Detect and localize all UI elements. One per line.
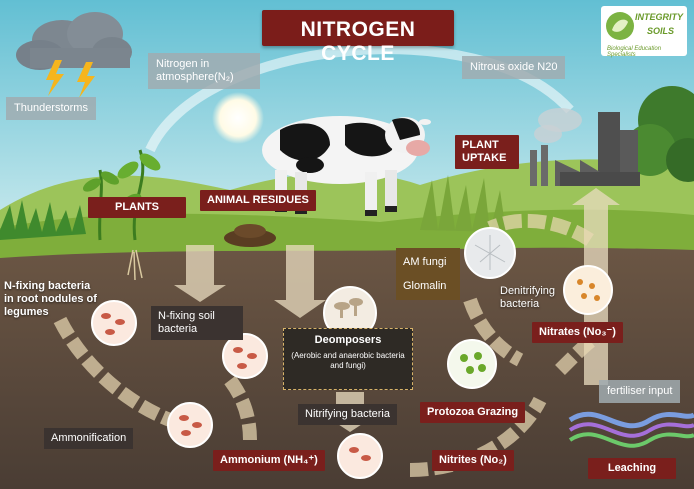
label-nitrates: Nitrates (No₃⁻) <box>532 322 623 343</box>
lightning-icon <box>77 62 95 98</box>
bacteria-icon <box>167 402 213 448</box>
logo: INTEGRITY SOILS Biological Education Spe… <box>601 6 687 58</box>
label-plant-uptake: PLANT UPTAKE <box>455 135 519 169</box>
decomposers-subtitle: (Aerobic and anaerobic bacteria and fung… <box>291 351 405 370</box>
storm-cloud-icon <box>16 12 132 98</box>
microbe-circles <box>91 227 613 479</box>
title-banner: NITROGEN CYCLE <box>262 10 454 65</box>
label-nitrites: Nitrites (No₂) <box>432 450 514 471</box>
logo-leaf-icon <box>606 12 634 40</box>
decomposers-title: Deomposers <box>314 334 382 346</box>
label-thunderstorms: Thunderstorms <box>6 97 96 120</box>
bacteria-icon <box>222 333 268 379</box>
logo-sub: SOILS <box>647 26 675 36</box>
bacteria-icon <box>91 300 137 346</box>
logo-tagline: Biological Education Specialists <box>607 46 662 58</box>
decomposers-box: Deomposers (Aerobic and anaerobic bacter… <box>283 328 413 390</box>
factory-icon <box>530 108 640 186</box>
protozoa-icon <box>447 339 497 389</box>
arrow-down <box>174 245 226 302</box>
page-title: NITROGEN CYCLE <box>300 18 416 65</box>
label-leaching: Leaching <box>588 458 676 479</box>
label-glomalin: Glomalin <box>403 280 447 292</box>
label-n-fixing-nodules: N-fixing bacteria in root nodules of leg… <box>4 280 97 318</box>
label-plants: PLANTS <box>88 197 186 218</box>
label-protozoa-grazing: Protozoa Grazing <box>420 402 526 423</box>
label-nitrous-oxide: Nitrous oxide N20 <box>462 56 566 79</box>
leaching-wave <box>568 411 694 429</box>
bacteria-icon <box>337 433 383 479</box>
sun-icon <box>212 92 264 144</box>
label-nitrogen-atmosphere: Nitrogen in atmosphere(N₂) <box>148 53 260 89</box>
arrow-down <box>274 245 326 318</box>
bacteria-icon <box>563 265 613 315</box>
logo-name: INTEGRITY <box>635 12 684 22</box>
label-nitrifying-bacteria: Nitrifying bacteria <box>298 404 397 425</box>
label-n-fixing-soil: N-fixing soil bacteria <box>151 306 243 340</box>
label-am-fungi: AM fungi <box>403 256 447 268</box>
label-animal-residues: ANIMAL RESIDUES <box>200 190 316 211</box>
label-ammonification: Ammonification <box>44 428 134 449</box>
label-fertiliser-input: fertiliser input <box>599 380 681 403</box>
lightning-icon <box>46 60 64 96</box>
label-ammonium: Ammonium (NH₄⁺) <box>213 450 325 471</box>
am-fungi-box <box>396 248 460 300</box>
label-denitrifying-bacteria: Denitrifying bacteria <box>500 285 556 310</box>
